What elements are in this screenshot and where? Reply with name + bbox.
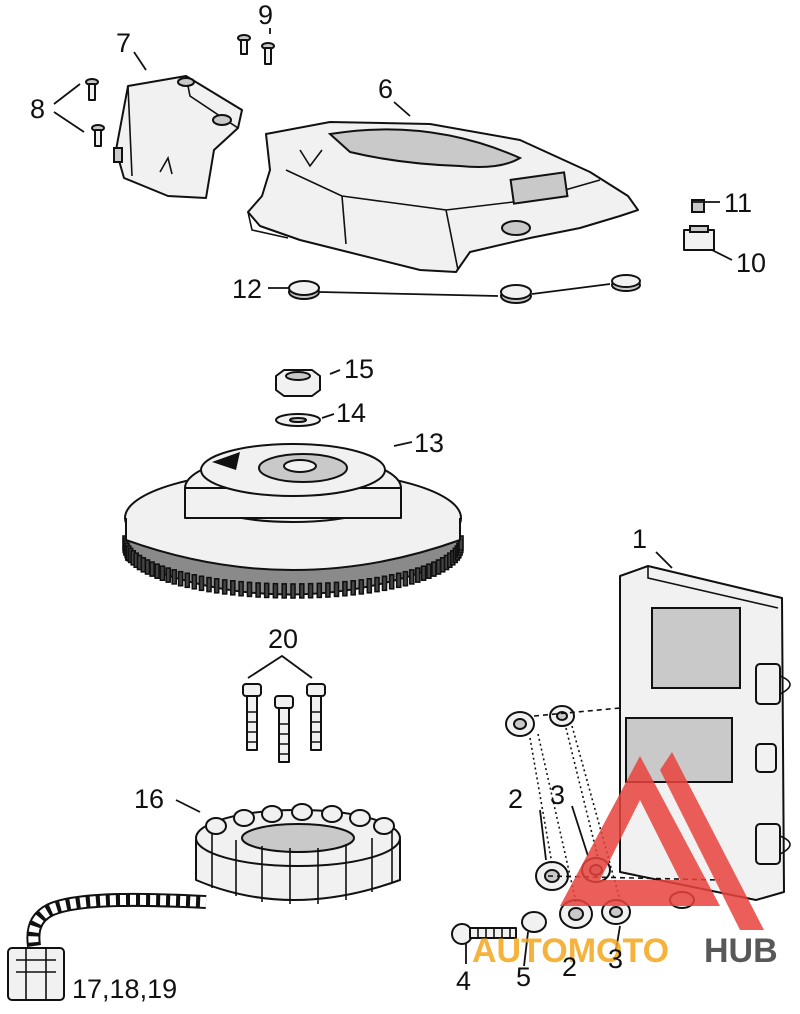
callout-7: 7 <box>116 28 131 58</box>
flywheel-tooth <box>221 579 228 595</box>
flywheel-tooth <box>426 563 432 580</box>
part-20-bolts <box>242 683 326 763</box>
callout-11: 11 <box>724 188 752 218</box>
part-15-nut <box>275 369 321 397</box>
flywheel-tooth <box>350 579 357 596</box>
flywheel-tooth <box>342 580 348 597</box>
flywheel-tooth <box>281 583 288 599</box>
flywheel-tooth <box>246 581 253 598</box>
flywheel-tooth <box>213 577 220 594</box>
flywheel-tooth <box>366 577 373 594</box>
watermark-text-part2: HUB <box>704 932 778 970</box>
flywheel-tooth <box>159 565 166 582</box>
part-7-cover <box>113 75 243 199</box>
callout-6: 6 <box>378 74 393 104</box>
callout-labels: 1 6 7 8 9 11 10 12 15 14 13 20 16 17,18,… <box>30 0 766 1004</box>
callout-20: 20 <box>268 624 298 654</box>
flywheel-tooth <box>435 559 442 575</box>
flywheel-tooth <box>154 563 160 580</box>
flywheel-tooth <box>263 582 270 599</box>
callout-5: 5 <box>516 962 531 992</box>
part-16-stator <box>195 803 401 904</box>
watermark-triangle-inner <box>660 752 764 930</box>
flywheel-tooth <box>206 576 212 593</box>
callout-14: 14 <box>336 398 366 428</box>
part-13-flywheel <box>122 443 464 599</box>
callout-17-18-19: 17,18,19 <box>72 974 177 1004</box>
flywheel-tooth <box>408 569 415 585</box>
part-9-screws <box>237 34 275 65</box>
callout-12: 12 <box>232 274 262 304</box>
flywheel-tooth <box>191 573 198 590</box>
flywheel-tooth <box>165 567 171 583</box>
flywheel-tooth <box>230 579 236 596</box>
flywheel-tooth <box>144 559 151 575</box>
flywheel-tooth <box>325 582 331 598</box>
flywheel-tooth <box>198 575 205 592</box>
part-17-18-19-harness <box>7 892 207 1001</box>
part-8-screws <box>85 78 105 147</box>
flywheel-tooth <box>255 582 261 598</box>
callout-10: 10 <box>736 248 766 278</box>
part-14-washer <box>275 413 321 427</box>
flywheel-tooth <box>420 565 427 582</box>
flywheel-tooth <box>149 561 155 577</box>
flywheel-tooth <box>374 576 380 593</box>
callout-15: 15 <box>344 354 374 384</box>
callout-1: 1 <box>632 524 647 554</box>
flywheel-tooth <box>402 570 409 587</box>
leader-lines <box>53 28 733 967</box>
automotohub-watermark: AUTOMOTO HUB <box>472 752 778 970</box>
callout-3-upper: 3 <box>550 780 565 810</box>
watermark-triangle-outer <box>560 756 720 906</box>
flywheel-tooth <box>381 575 388 592</box>
flywheel-tooth <box>177 570 184 587</box>
flywheel-tooth <box>272 582 279 599</box>
flywheel-tooth <box>316 582 323 599</box>
callout-4: 4 <box>456 966 471 996</box>
callout-16: 16 <box>134 784 164 814</box>
callout-13: 13 <box>414 428 444 458</box>
part-10-11-plug <box>683 199 715 251</box>
part-6-flywheel-cover <box>247 121 639 273</box>
flywheel-tooth <box>388 573 395 590</box>
flywheel-tooth <box>184 572 191 589</box>
part-12-grommets <box>288 274 641 304</box>
flywheel-tooth <box>431 561 437 577</box>
callout-9: 9 <box>258 0 273 30</box>
flywheel-tooth <box>298 583 305 599</box>
flywheel-tooth <box>358 579 365 595</box>
flywheel-tooth <box>333 581 340 598</box>
watermark-text-part1: AUTOMOTO <box>472 932 669 970</box>
callout-2-lower: 2 <box>562 952 577 982</box>
flywheel-tooth <box>171 569 177 585</box>
flywheel-tooth <box>140 556 147 573</box>
flywheel-tooth <box>307 582 314 599</box>
flywheel-tooth <box>290 583 296 599</box>
flywheel-tooth <box>414 567 421 583</box>
callout-8: 8 <box>30 94 45 124</box>
callout-3-lower: 3 <box>608 944 623 974</box>
flywheel-tooth <box>395 572 402 589</box>
callout-2-upper: 2 <box>508 784 523 814</box>
flywheel-tooth <box>238 580 244 597</box>
